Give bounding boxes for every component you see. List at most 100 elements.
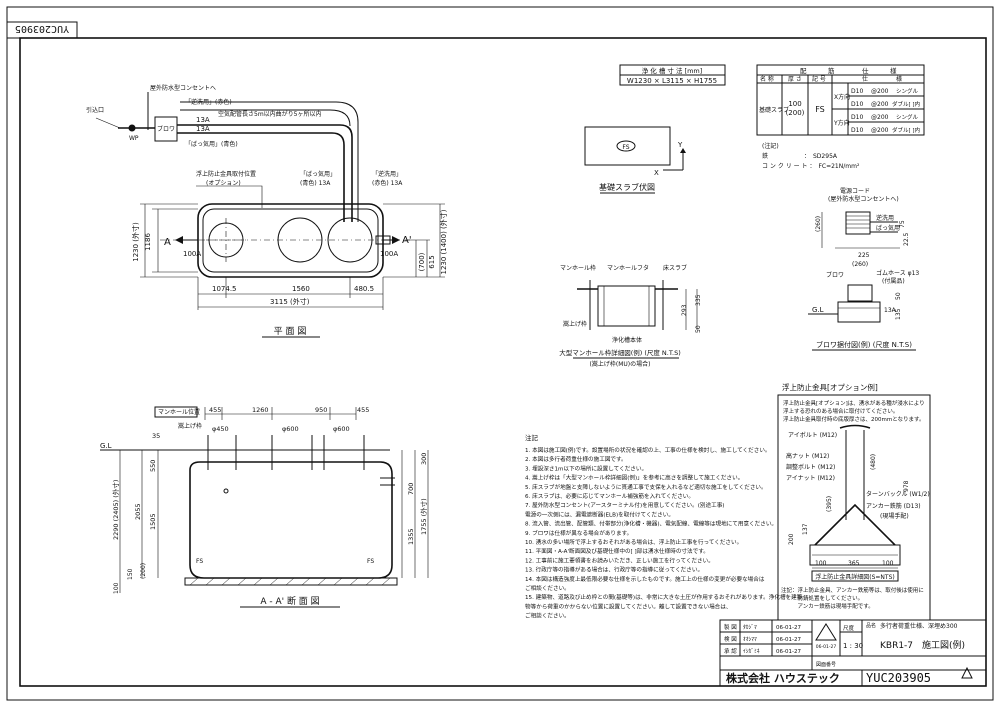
top-3: 様 [890,66,897,75]
size-value: W1230 × L3115 × H1755 [627,77,717,85]
section-a: A [164,237,171,248]
blue13a-label: (青色) 13A [300,179,331,187]
air-pipe-note: 空気配管長さ5m以内曲がり5ヶ所以内 [218,110,321,118]
fd-desc3: 浮上防止金具取付時の底版厚さは、200mmとなります。 [783,415,925,423]
bd-caption: ブロワ据付図(例) (尺度 N.T.S) [816,340,912,349]
sv-phi600a: φ600 [282,425,299,433]
blower-label: ブロワ [157,125,175,133]
sv-d550: 550 [149,460,157,472]
fd-turnbuckle: ターンバックル (W1/2) [866,490,930,498]
tb-dwg-no: YUC203905 [866,671,931,685]
sv-raise: 嵩上げ枠 [178,422,202,430]
top-0: 配 [800,67,807,75]
tb-r1-2: 06-01-27 [776,625,801,631]
top-2: 仕 [862,66,869,75]
note-line: 1. 本図は施工図(例)です。設置場所の状況を確認の上、工事の仕様を検討し、施工… [525,446,771,454]
slab-thick2: (200) [786,109,805,117]
plan-view: 屋外防水型コンセントへ 引込口 WP ブロワ 空気配管長さ5m以内曲がり5ヶ所以… [86,84,448,338]
sv-fs1: FS [196,558,203,565]
r1-bar: D10 [851,101,863,108]
backwash2-label: 「逆洗用」 [372,170,402,178]
md-d50: 50 [695,325,702,333]
note-line: 15. 建築物、道路及び止め枠との間(基礎等)は、非常に大きな土圧が作用するおそ… [525,593,803,601]
sv-d300: 300 [420,453,428,465]
slab-plan-mark: FS [622,144,629,151]
slab-y: Y [677,141,683,149]
float-detail: 浮上防止金具[オプション例] 浮上防止金具[オプション]は、湧水がある種が浸水に… [777,382,931,621]
tb-dwg-label: 図面番号 [816,661,836,668]
fd-note3: アンカー鉄筋は現場手配です。 [781,602,874,610]
sv-phi600b: φ600 [333,425,350,433]
slab-table: 配 筋 仕 様 名 称 厚 さ 記 号 仕 様 基礎スラブ 100 (200) … [756,64,925,170]
tb-r2-0: 検 図 [724,635,737,643]
sv-d1355: 1355 [407,528,415,545]
fd-note2: 防錆処置をしてください。 [781,594,863,602]
dim-1230: 1230 (外寸) [131,222,140,262]
dim-right2: (700) [418,252,426,271]
slab-name: 基礎スラブ [759,106,789,114]
sv-gl: G.L [100,442,112,450]
col-3: 仕 [862,75,868,83]
fd-d137: 137 [802,523,809,535]
cord-label: 電源コード [840,187,870,195]
note-line: 5. 床スラブが地盤と支障しないように貫通工事で支保を入れるなど適切な施工をして… [525,483,767,491]
to-outlet-label: (屋外防水型コンセントへ) [828,195,899,203]
tb-r3-2: 06-01-27 [776,649,801,655]
red13a-label: (赤色) 13A [372,179,403,187]
bd-13a: 13A [884,307,897,314]
sv-fs2: FS [367,558,374,565]
r1-pitch: @200 [871,101,889,108]
tb-r2-1: ｵｵｼﾏﾏ [743,636,757,643]
out-100a: 100A [380,250,398,258]
pipe-13a-2: 13A [196,125,210,133]
sv-d35: 35 [152,432,160,440]
r3-type: ダブル[ ]内 [892,126,920,134]
pipe-13a-1: 13A [196,116,210,124]
slab-thick: 100 [788,100,801,108]
tb-r3-1: ｲｼｶﾞﾐﾈ [743,648,760,655]
note-line: 10. 湧水の多い場所で浮上するおそれがある場合は、浮上防止工事を行ってください… [525,538,742,546]
note-line: 8. 流入管、流出管、配管類、付帯部分(浄化槽・機器)、電気配線、電線等は現地に… [525,520,777,528]
slab-plan-caption: 基礎スラブ伏図 [599,182,655,192]
fd-caption: 浮上防止金具詳細図(S=NTS) [815,573,894,581]
tb-model: KBR1-7 施工図(例) [880,639,965,651]
air-pipe-2 [177,132,345,222]
title-block: 製 図 ﾀｶｼﾞﾏ 06-01-27 検 図 ｵｵｼﾏﾏ 06-01-27 承 … [719,619,987,687]
note-line: 3. 埋設深さ1m以下の場所に設置してください。 [525,464,647,472]
plan-caption: 平 面 図 [274,326,307,337]
r3-bar: D10 [851,127,863,134]
bd-hose: ゴムホース φ13 [876,269,919,277]
r2-type: シングル [896,113,919,121]
md-lid: マンホールフタ [607,264,649,272]
slab-note-concrete: コ ン ク リ ー ト ： FC=21N/mm² [762,163,860,170]
sv-d100: 100 [113,582,120,594]
revision-triangle-icon [961,666,973,679]
r3-pitch: @200 [871,127,889,134]
note-line: 13. 行政庁等の指導がある場合は、行政庁等の指導に従ってください。 [525,566,703,574]
dir-x: X方向 [834,93,850,101]
tb-name-label: 品名 [866,622,876,629]
fd-note1: 注記：浮上防止金具、アンカー鉄筋等は、取付後は使用に [781,586,924,594]
size-box: 浄 化 槽 寸 法 [mm] W1230 × L3115 × H1755 [619,64,726,86]
col-0: 名 称 [760,75,774,83]
fd-d100a: 100 [815,560,827,567]
bd-d50: 50 [895,292,902,300]
bd-blower: ブロワ [826,271,844,279]
sv-d455b: 455 [357,406,369,414]
fd-title: 浮上防止金具[オプション例] [782,382,878,392]
sv-phi450: φ450 [212,425,229,433]
tb-r3-0: 承 認 [724,647,737,655]
r0-type: シングル [896,87,919,95]
fd-d365: 365 [848,560,860,567]
blower-detail: 電源コード (屋外防水型コンセントへ) 逆洗用 ばっ気用 (260) 225 (… [808,187,919,351]
md-raise: 嵩上げ枠 [563,320,587,328]
sv-d2290: 2290 (2405) (外寸) [111,480,120,540]
r0-bar: D10 [851,88,863,95]
fd-highnut: 高ナット (M12) [786,452,829,460]
tb-company: 株式会社 ハウステック [726,671,840,685]
tb-scale: 1 : 30 [843,642,863,650]
stamp-triangle-icon [815,623,837,641]
slab-note-steel: 鉄 ： SD295A [762,152,838,160]
col-4: 様 [896,75,902,83]
